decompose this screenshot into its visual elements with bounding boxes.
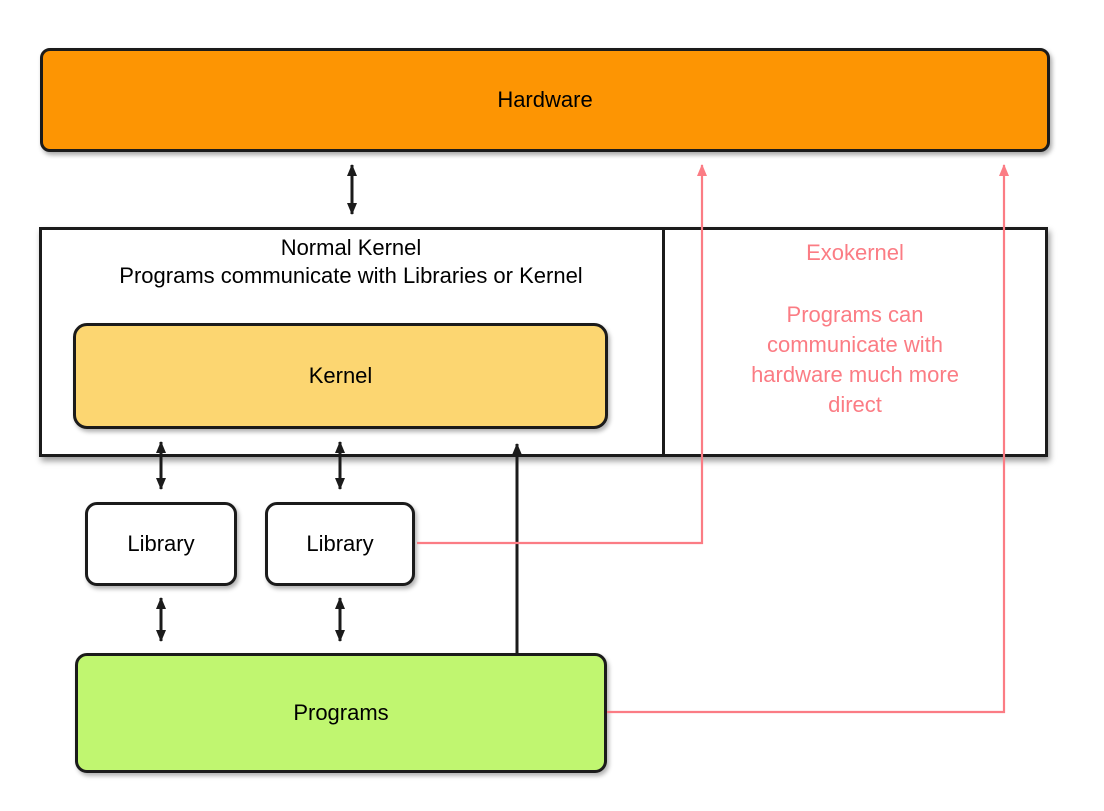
- kernel-box: Kernel: [73, 323, 608, 429]
- exokernel-line: hardware much more: [751, 362, 959, 387]
- exokernel-spacer: [666, 268, 1044, 300]
- normal-kernel-heading: Normal Kernel Programs communicate with …: [42, 234, 660, 290]
- programs-label: Programs: [293, 700, 389, 725]
- library-box-1: Library: [85, 502, 237, 586]
- exokernel-section: Exokernel Programs can communicate with …: [666, 238, 1044, 420]
- exokernel-line: direct: [828, 392, 882, 417]
- library-2-label: Library: [306, 531, 374, 556]
- exokernel-line: Programs can: [786, 302, 924, 327]
- exokernel-title: Exokernel: [806, 240, 904, 265]
- hardware-label: Hardware: [497, 87, 593, 112]
- library-box-2: Library: [265, 502, 415, 586]
- section-divider-line: [662, 230, 665, 454]
- library-1-label: Library: [127, 531, 195, 556]
- normal-kernel-title: Normal Kernel: [280, 235, 422, 260]
- programs-box: Programs: [75, 653, 607, 773]
- exokernel-line: communicate with: [766, 332, 944, 357]
- kernel-label: Kernel: [308, 363, 373, 388]
- normal-kernel-subtitle: Programs communicate with Libraries or K…: [119, 263, 583, 288]
- hardware-box: Hardware: [40, 48, 1050, 152]
